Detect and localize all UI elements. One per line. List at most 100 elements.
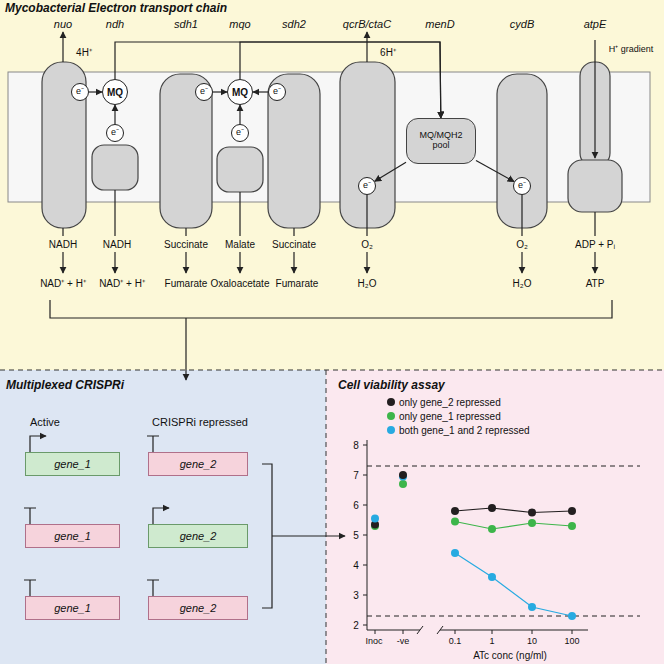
right-panel (326, 370, 664, 664)
axis-tick-label: 10 (527, 637, 537, 647)
state-label: Active (30, 416, 60, 428)
axis-title: ATc conc (ng/ml) (473, 650, 547, 661)
product: H₂O (513, 278, 532, 289)
substrate: ADP + Pᵢ (575, 239, 615, 250)
axis-tick-label: Inoc (365, 637, 382, 647)
gene-name: cydB (510, 18, 534, 30)
legend-text: both gene_1 and 2 repressed (399, 425, 530, 436)
axis-tick-label: 6 (353, 500, 359, 511)
axis-tick-label: 100 (564, 637, 579, 647)
reaction-arrow (521, 195, 522, 273)
reaction-arrow (293, 228, 294, 273)
node-text: MQ/MQH2 pool (410, 131, 472, 151)
substrate: Succinate (272, 239, 316, 250)
electron-flow-arrow (253, 91, 268, 92)
active-gene-box: gene_2 (148, 524, 248, 548)
left-panel (0, 370, 326, 664)
axis-tick-label: 1 (489, 637, 494, 647)
gene-name: nuo (54, 18, 72, 30)
reaction-arrow (239, 192, 240, 273)
membrane (8, 72, 650, 202)
tick (363, 445, 367, 625)
nuo-complex (42, 62, 86, 228)
repressed-gene-box: gene_1 (25, 596, 120, 620)
node-text: gene_1 (54, 530, 91, 542)
gene-name: mqo (229, 18, 250, 30)
axis-tick-label: 2 (353, 620, 359, 631)
electron-circle: e⁻ (231, 124, 249, 142)
gene-name: sdh2 (282, 18, 306, 30)
proton-arrow (366, 32, 367, 62)
electron-flow-arrow (115, 42, 441, 118)
panel-title: Cell viability assay (338, 379, 445, 392)
series-line (455, 522, 572, 530)
panel-title: Mycobacterial Electron transport chain (5, 2, 227, 15)
electron-flow-arrow (239, 105, 240, 124)
proton-label: H⁺ gradient (609, 45, 654, 55)
gene-name: menD (425, 18, 454, 30)
proton-arrow (594, 40, 595, 158)
sdh2-complex (268, 74, 320, 228)
electron-circle: e⁻ (106, 124, 124, 142)
product: Oxaloacetate (211, 278, 270, 289)
repressed-gene-box: gene_2 (148, 596, 248, 620)
flow-arrow (272, 535, 345, 536)
substrate: O₂ (361, 239, 373, 250)
axis-break (417, 626, 443, 634)
quinone-circle: MQ (227, 79, 253, 105)
electron-flow-arrow (89, 91, 102, 92)
node-text: gene_2 (180, 458, 217, 470)
substrate: O₂ (516, 239, 528, 250)
node-text: MQ (232, 87, 248, 98)
product: NAD⁺ + H⁺ (99, 278, 145, 289)
node-text: gene_1 (54, 458, 91, 470)
series-line (455, 553, 572, 616)
axis-tick-label: 0.1 (449, 637, 462, 647)
reaction-arrow (185, 228, 186, 273)
substrate: Malate (225, 239, 255, 250)
electron-flow-arrow (240, 42, 441, 118)
axis-line (367, 440, 588, 630)
gene-name: ndh (106, 18, 124, 30)
axis-tick-label: 5 (353, 530, 359, 541)
repressed-gene-box: gene_2 (148, 452, 248, 476)
state-label: CRISPRi repressed (152, 416, 248, 428)
legend-swatch (387, 412, 395, 420)
gene-name: qcrB/ctaC (343, 18, 391, 30)
substrate: NADH (49, 239, 77, 250)
node-text: gene_2 (180, 530, 217, 542)
product: Fumarate (165, 278, 208, 289)
node-text: gene_2 (180, 602, 217, 614)
legend-text: only gene_1 repressed (399, 411, 501, 422)
electron-circle: e⁻ (195, 83, 213, 101)
proton-arrow (62, 32, 63, 62)
divider (0, 370, 664, 371)
node-text: e⁻ (518, 181, 526, 191)
substrate: Succinate (164, 239, 208, 250)
atpe-head (568, 160, 622, 212)
product: Fumarate (276, 278, 319, 289)
proton-label: 6H⁺ (380, 47, 396, 58)
electron-flow-arrow (114, 105, 115, 124)
axis-tick-label: 7 (353, 470, 359, 481)
mqo-complex (217, 147, 263, 192)
pool-box: MQ/MQH2 pool (406, 118, 476, 164)
quinone-circle: MQ (102, 79, 128, 105)
flow-arrow (185, 318, 186, 380)
reaction-arrow (114, 190, 115, 273)
electron-circle: e⁻ (358, 177, 376, 195)
electron-circle: e⁻ (268, 83, 286, 101)
legend-swatch (387, 398, 395, 406)
repressed-promoter (24, 580, 36, 596)
axes (363, 440, 640, 634)
product: NAD⁺ + H⁺ (40, 278, 86, 289)
divider (326, 370, 327, 664)
active-promoter (153, 508, 169, 524)
tick (375, 630, 572, 634)
legend-swatch (387, 426, 395, 434)
gene-name: sdh1 (174, 18, 198, 30)
node-text: e⁻ (200, 87, 208, 97)
